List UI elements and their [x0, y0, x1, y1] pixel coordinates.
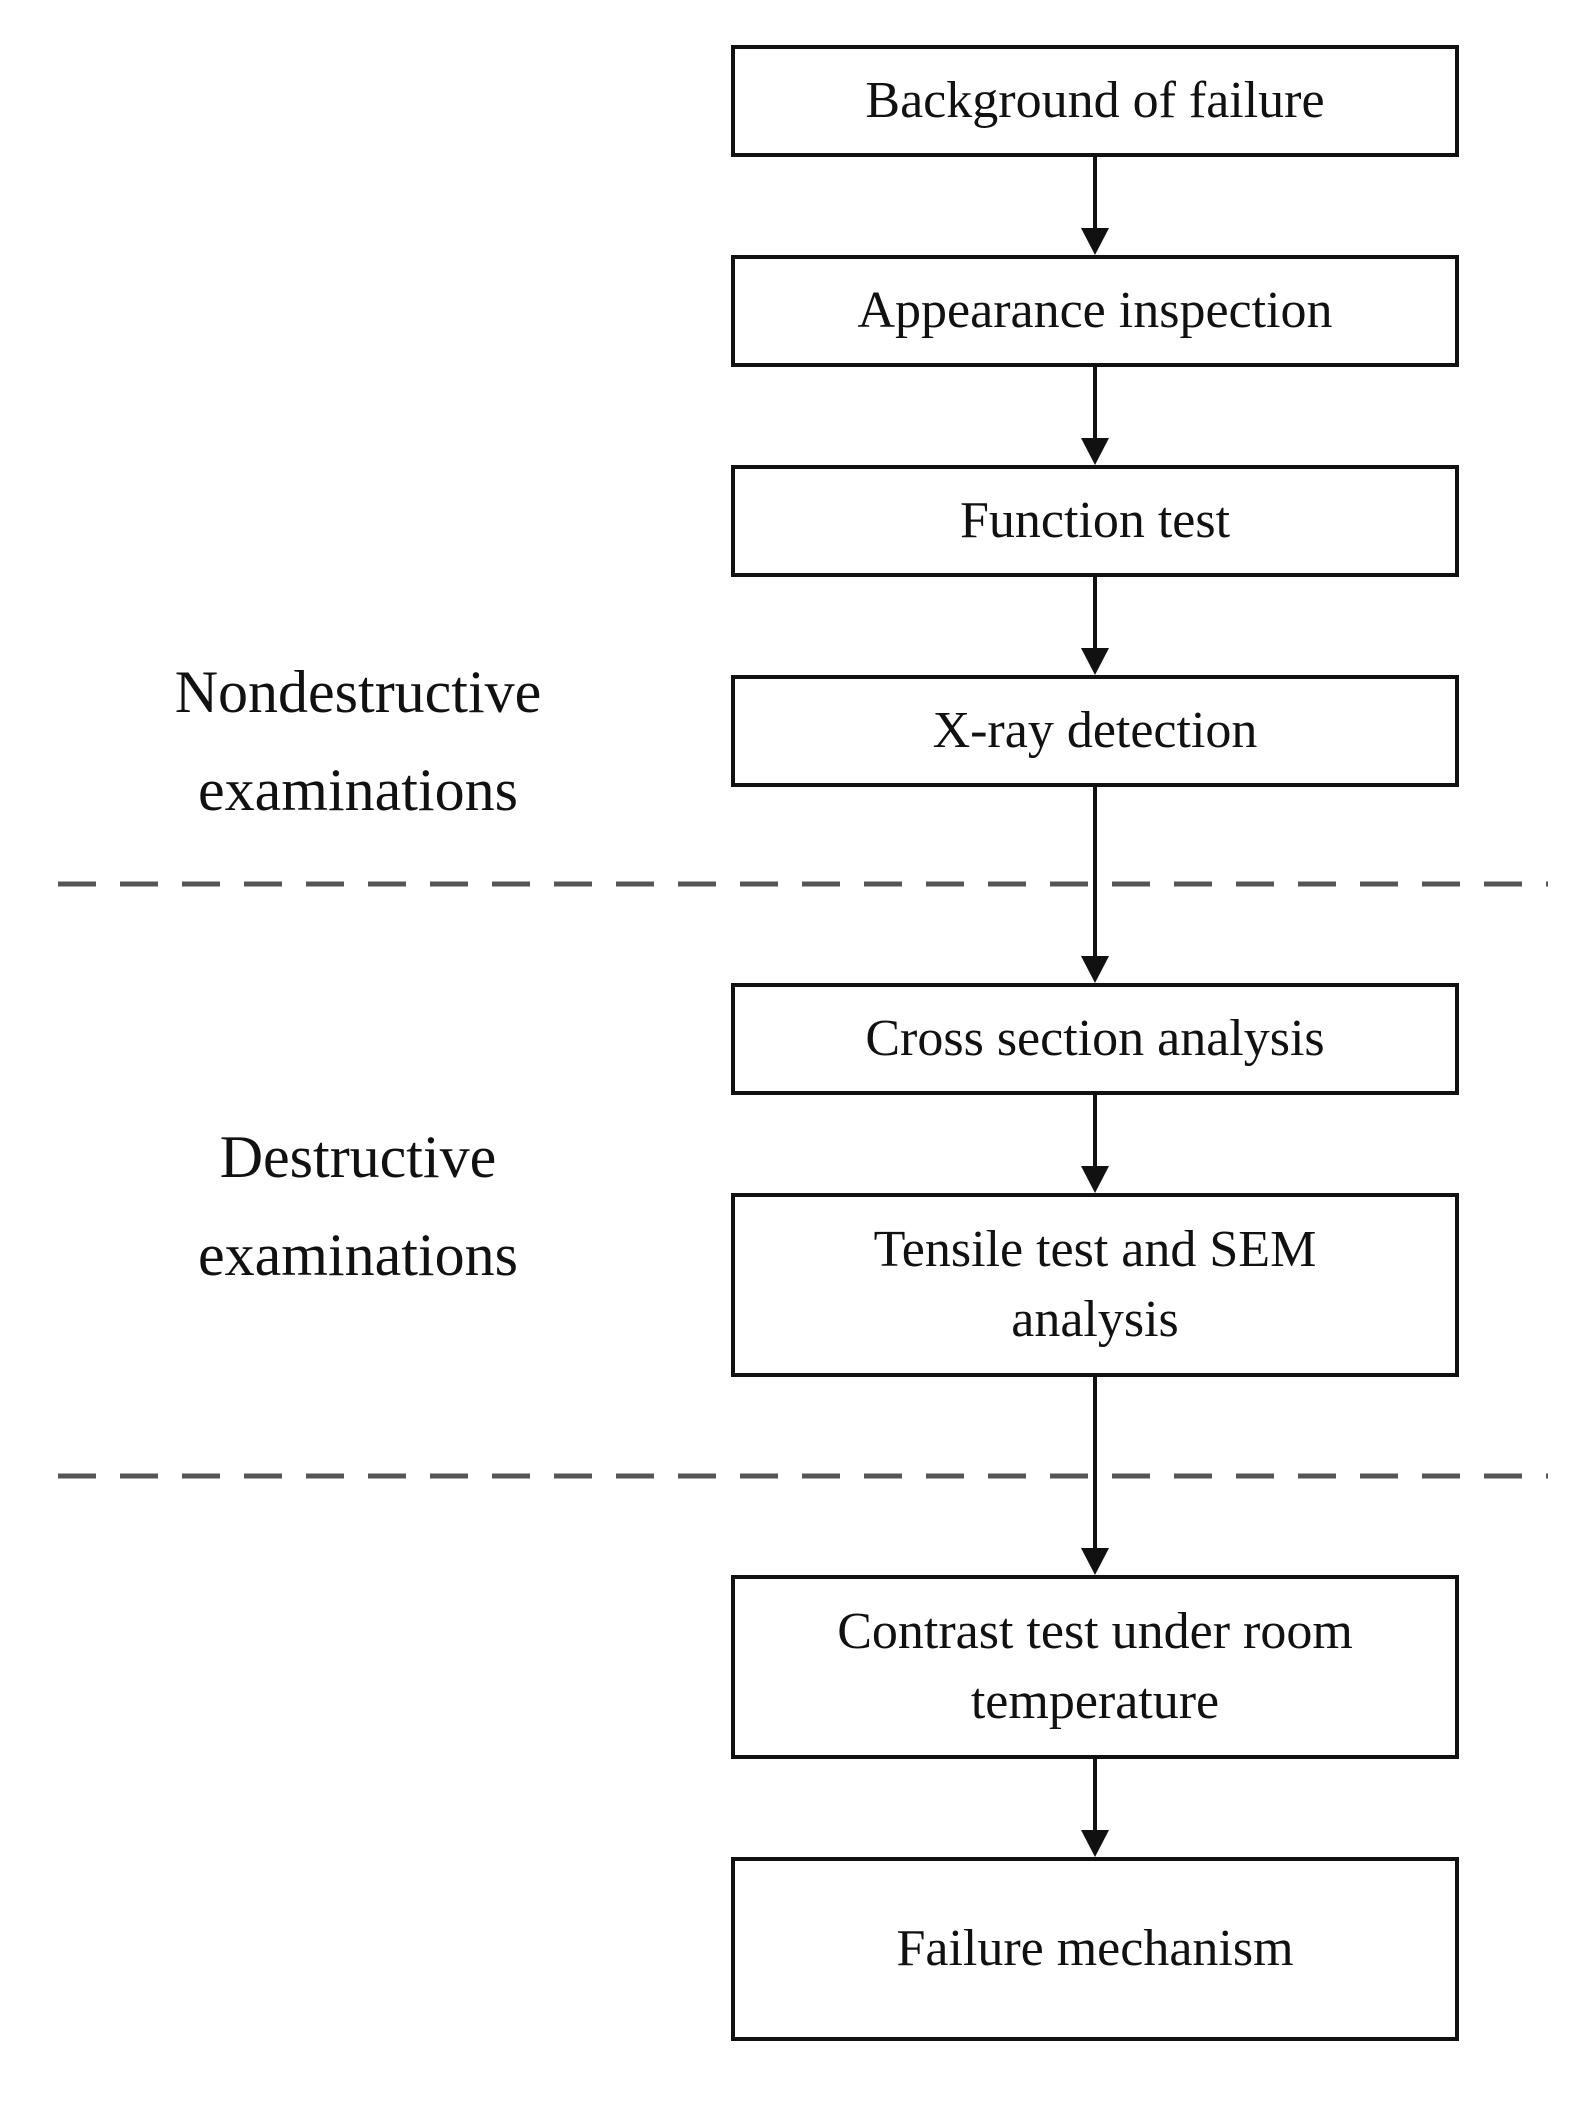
step-failure-mechanism: Failure mechanism — [731, 1857, 1459, 2041]
step-cross-section-analysis: Cross section analysis — [731, 983, 1459, 1095]
section-label-nondestructive: Nondestructive examinations — [174, 659, 542, 823]
arrow-5-to-6 — [1081, 1093, 1109, 1193]
arrow-6-to-7 — [1081, 1375, 1109, 1575]
step-label: Appearance inspection — [857, 282, 1333, 339]
step-label: X-ray detection — [932, 702, 1258, 759]
arrow-1-to-2 — [1081, 155, 1109, 255]
arrow-4-to-5 — [1081, 785, 1109, 983]
step-contrast-test-room-temperature: Contrast test under room temperature — [731, 1575, 1459, 1759]
step-label: Failure mechanism — [896, 1920, 1294, 1977]
step-label: Cross section analysis — [865, 1010, 1325, 1067]
step-label: Tensile test and SEM analysis — [873, 1221, 1317, 1348]
step-function-test: Function test — [731, 465, 1459, 577]
step-x-ray-detection: X-ray detection — [731, 675, 1459, 787]
arrow-3-to-4 — [1081, 575, 1109, 675]
arrow-2-to-3 — [1081, 365, 1109, 465]
step-appearance-inspection: Appearance inspection — [731, 255, 1459, 367]
step-label: Function test — [959, 492, 1231, 549]
step-background-of-failure: Background of failure — [731, 45, 1459, 157]
arrow-7-to-8 — [1081, 1757, 1109, 1857]
section-label-destructive: Destructive examinations — [198, 1124, 518, 1288]
step-tensile-test-sem-analysis: Tensile test and SEM analysis — [731, 1193, 1459, 1377]
step-label: Background of failure — [865, 72, 1325, 129]
step-label: Contrast test under room temperature — [837, 1603, 1353, 1730]
